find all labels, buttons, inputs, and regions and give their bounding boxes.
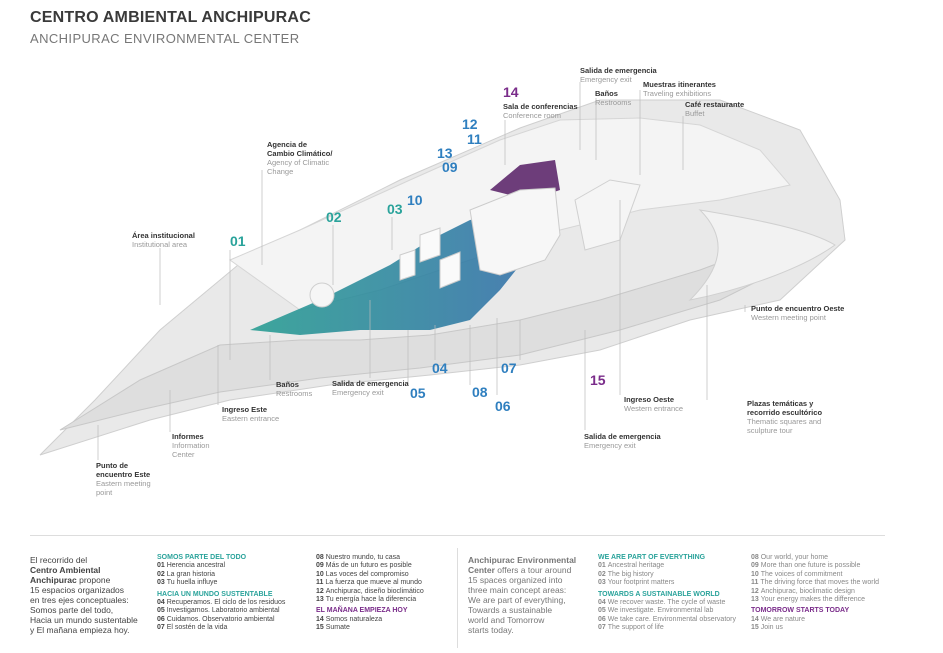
legend-item: 11 La fuerza que mueve al mundo (316, 579, 422, 587)
legend-item: 13 Your energy makes the difference (751, 596, 866, 604)
legend-item: 06 Cuidamos. Observatorio ambiental (157, 615, 275, 623)
wall-fin (574, 179, 641, 251)
space-number-03: 03 (387, 201, 403, 217)
legend-item: 07 The support of life (598, 624, 664, 632)
page-subtitle: ANCHIPURAC ENVIRONMENTAL CENTER (30, 31, 300, 46)
space-number-02: 02 (326, 209, 342, 225)
legend-item: 11 The driving force that moves the worl… (751, 579, 880, 587)
sphere-sculpture (309, 282, 335, 308)
building-illustration (39, 82, 846, 460)
space-number-06: 06 (495, 398, 511, 414)
legend-item: 02 La gran historia (157, 570, 215, 578)
space-number-01: 01 (230, 233, 246, 249)
wall-fin (399, 249, 416, 281)
space-number-15: 15 (590, 372, 606, 388)
intro-en: Anchipurac Environmental Center offers a… (468, 555, 577, 635)
space-number-10: 10 (407, 192, 423, 208)
legend-item: 03 Your footprint matters (598, 579, 675, 587)
legend-item: 12 Anchipurac, bioclimatic design (751, 587, 855, 595)
legend-item: 07 El sostén de la vida (157, 624, 228, 632)
space-number-04: 04 (432, 360, 448, 376)
legend-item: 09 More than one future is possible (751, 562, 861, 570)
wall-fin (419, 227, 441, 263)
space-number-11: 11 (467, 131, 482, 147)
legend-item: 04 Recuperamos. El ciclo de los residuos (157, 599, 286, 607)
legend-item: 14 Somos naturaleza (316, 615, 383, 623)
wall-fin (439, 251, 461, 289)
legend-es-col1: SOMOS PARTE DEL TODO 01 Herencia ancestr… (157, 554, 307, 633)
intro-es: El recorrido del Centro Ambiental Anchip… (30, 555, 138, 635)
legend-item: 01 Herencia ancestral (157, 562, 226, 570)
leader-lines (97, 82, 746, 460)
legend-item: 14 We are nature (751, 615, 805, 623)
space-number-12: 12 (462, 116, 478, 132)
legend-item: 08 Nuestro mundo, tu casa (316, 554, 401, 561)
page-title: CENTRO AMBIENTAL ANCHIPURAC (30, 9, 311, 26)
legend-item: 10 The voices of commitment (751, 570, 843, 578)
legend-item: 15 Sumate (316, 624, 350, 632)
legend-item: 10 Las voces del compromiso (316, 570, 409, 578)
space-number-13: 13 (437, 145, 453, 161)
column-divider (457, 548, 458, 648)
legend-item: 15 Join us (751, 624, 783, 632)
legend-item: 05 Investigamos. Laboratorio ambiental (157, 607, 280, 615)
divider (30, 535, 885, 536)
legend-item: 04 We recover waste. The cycle of waste (598, 599, 726, 607)
space-number-14: 14 (503, 84, 519, 100)
legend-item: 03 Tu huella influye (157, 579, 218, 587)
legend-item: 02 The big history (598, 570, 654, 578)
space-number-08: 08 (472, 384, 488, 400)
wall-fin (469, 187, 561, 276)
legend-en-col1: WE ARE PART OF EVERYTHING 01 Ancestral h… (598, 554, 748, 633)
legend-item: 05 We investigate. Environmental lab (598, 607, 714, 615)
legend-item: 06 We take care. Environmental observato… (598, 615, 736, 623)
west-plaza-wall (688, 209, 836, 301)
legend-item: 13 Tu energía hace la diferencia (316, 596, 417, 604)
legend-item: 09 Más de un futuro es posible (316, 562, 412, 570)
legend-item: 01 Ancestral heritage (598, 562, 665, 570)
space-number-09: 09 (442, 159, 458, 175)
space-number-05: 05 (410, 385, 426, 401)
legend-item: 08 Our world, your home (751, 554, 829, 561)
space-number-07: 07 (501, 360, 517, 376)
legend-item: 12 Anchipurac, diseño bioclimático (316, 587, 424, 595)
